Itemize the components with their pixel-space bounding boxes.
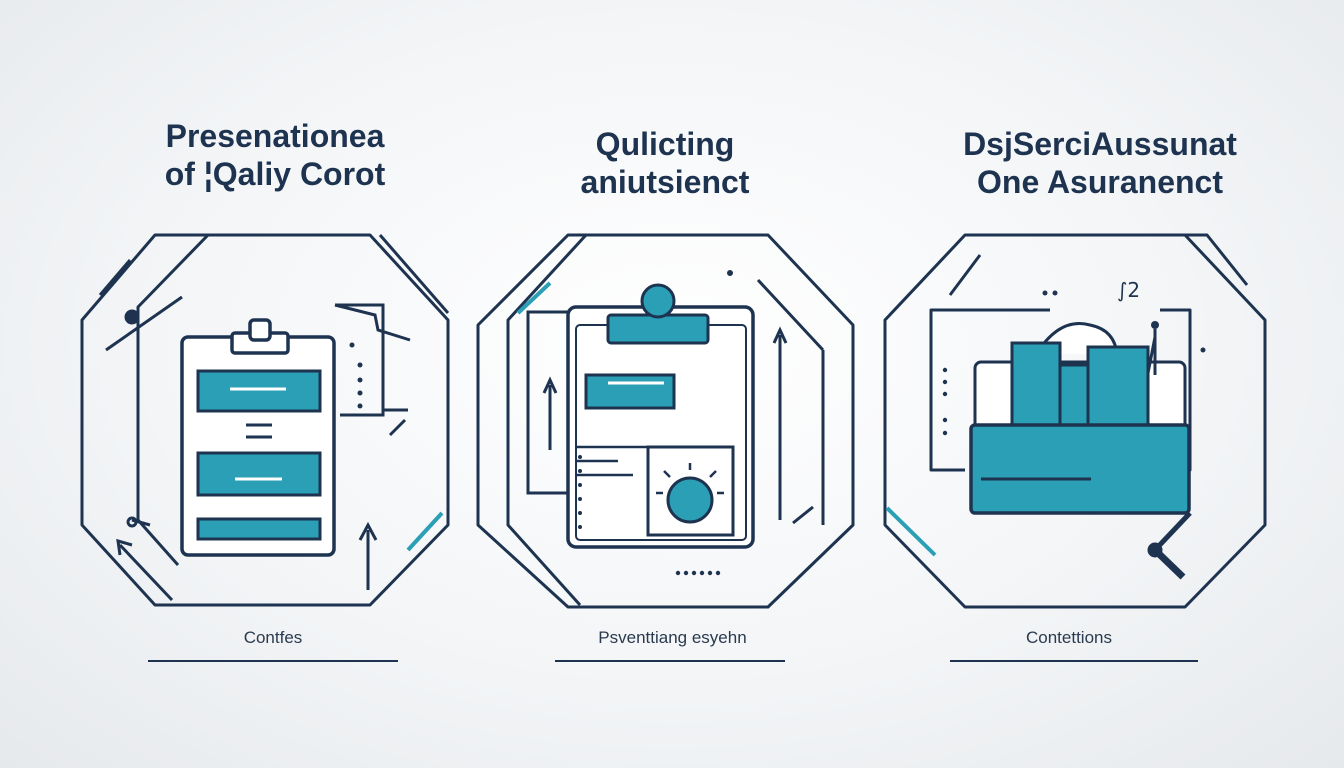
panel-2-title-line-2: aniutsienct xyxy=(580,163,750,200)
clipboard-form-icon xyxy=(180,318,336,557)
panel-2-title: Qulicting aniutsienct xyxy=(500,126,830,202)
panel-2-octagon-diagram xyxy=(476,233,855,609)
panel-3-title: DsjSerciAussunat One Asuranenct xyxy=(920,126,1280,202)
octagon-frame xyxy=(80,233,450,607)
panel-3-octagon-diagram: ∫2 xyxy=(883,233,1267,609)
panel-1-octagon-diagram xyxy=(80,233,450,607)
panel-3-caption: Contettions xyxy=(1026,628,1112,647)
panel-1-title-line-2: of ¦Qaliy Corot xyxy=(164,155,386,192)
panel-1-caption-underline xyxy=(148,660,398,662)
panel-1-title-line-1: Presenationea xyxy=(165,118,385,154)
panel-2-caption: Psventtiang esyehn xyxy=(598,628,747,647)
folder-bar-chart-icon xyxy=(969,321,1191,515)
panel-1-title: Presenationea of ¦Qaliy Corot xyxy=(110,118,440,194)
panel-3-caption-underline xyxy=(950,660,1198,662)
octagon-frame xyxy=(476,233,855,609)
octagon-frame xyxy=(883,233,1267,609)
panel-1-caption: Contfes xyxy=(243,628,303,647)
panel-2-caption-underline xyxy=(555,660,785,662)
panel-2-title-line-1: Qulicting xyxy=(595,126,735,162)
decorative-glyph: ∫2 xyxy=(1117,278,1140,302)
panel-3-title-line-2: One Asuranenct xyxy=(977,163,1223,200)
magnifier-icon xyxy=(1147,511,1192,580)
clipboard-report-icon xyxy=(566,283,755,549)
panel-3-title-line-1: DsjSerciAussunat xyxy=(963,126,1237,162)
